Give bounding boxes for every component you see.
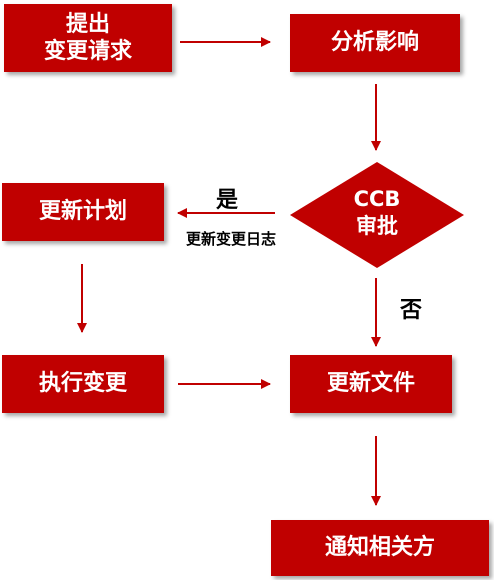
- node-update-docs-label: 更新文件: [326, 371, 415, 397]
- node-ccb-review-text: CCB 审批: [330, 186, 424, 241]
- edge-label-yes: 是: [216, 188, 239, 213]
- node-update-plan-label: 更新计划: [38, 199, 127, 225]
- node-notify-parties-label: 通知相关方: [324, 535, 435, 561]
- node-ccb-line1: CCB: [353, 187, 401, 211]
- node-notify-parties: 通知相关方: [271, 520, 489, 576]
- node-analyze-impact: 分析影响: [290, 14, 460, 72]
- node-ccb-review-diamond: [290, 162, 464, 268]
- edge-label-update-log: 更新变更日志: [186, 230, 277, 248]
- edge-label-no: 否: [400, 298, 423, 323]
- node-ccb-line2: 审批: [356, 214, 398, 239]
- node-analyze-impact-label: 分析影响: [330, 30, 419, 56]
- node-submit-change-request: 提出 变更请求: [4, 4, 172, 72]
- node-submit-line2: 变更请求: [43, 39, 132, 64]
- node-execute-change-label: 执行变更: [38, 371, 127, 397]
- node-update-plan: 更新计划: [2, 183, 164, 241]
- node-update-docs: 更新文件: [290, 355, 452, 413]
- node-submit-line1: 提出: [65, 11, 110, 37]
- node-execute-change: 执行变更: [2, 355, 164, 413]
